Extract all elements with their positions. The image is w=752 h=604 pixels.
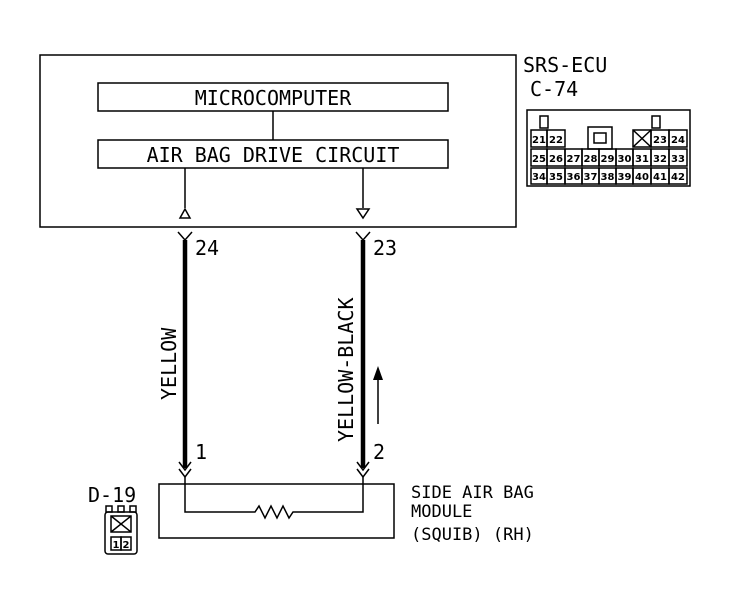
c74-pin-21: 21 <box>532 135 546 146</box>
c74-pin-40: 40 <box>635 172 649 183</box>
ecu-box <box>39 54 517 228</box>
c74-pin-37: 37 <box>584 172 598 183</box>
wire-right-pin-bottom: 2 <box>373 440 385 464</box>
ecu-title: SRS-ECU <box>523 53 607 77</box>
c74-pin-33: 33 <box>671 154 685 165</box>
module-label-line2: MODULE <box>411 502 472 522</box>
c74-pin-25: 25 <box>532 154 546 165</box>
wire-right <box>355 231 371 484</box>
wire-left-pin-bottom: 1 <box>195 440 207 464</box>
module-connector-label: D-19 <box>88 483 136 507</box>
c74-pin-26: 26 <box>549 154 563 165</box>
microcomputer-label: MICROCOMPUTER <box>195 86 352 110</box>
terminal-symbol-left <box>178 207 192 219</box>
c74-pin-28: 28 <box>584 154 598 165</box>
c74-pin-38: 38 <box>601 172 615 183</box>
module-label-line1: SIDE AIR BAG <box>411 483 534 503</box>
squib-resistor <box>184 484 364 520</box>
c74-pin-27: 27 <box>567 154 581 165</box>
c74-pin-32: 32 <box>653 154 667 165</box>
drive-circuit-label: AIR BAG DRIVE CIRCUIT <box>147 143 400 167</box>
wire-right-color-label: YELLOW-BLACK <box>334 298 358 443</box>
wire-left-pin-top: 24 <box>195 236 219 260</box>
current-flow-arrow <box>373 366 383 424</box>
c74-pin-31: 31 <box>635 154 649 165</box>
c74-pin-23: 23 <box>653 135 667 146</box>
wire-left <box>177 231 193 484</box>
c74-pin-36: 36 <box>567 172 581 183</box>
terminal-symbol-right <box>355 208 371 220</box>
d19-pin-1: 1 <box>113 540 120 551</box>
c74-pin-39: 39 <box>618 172 632 183</box>
c74-pin-29: 29 <box>601 154 615 165</box>
c74-pin-42: 42 <box>671 172 685 183</box>
drive-circuit-box <box>97 139 449 169</box>
squib-module-box <box>158 483 395 539</box>
ecu-connector-label: C-74 <box>530 77 578 101</box>
d19-pin-2: 2 <box>123 540 130 551</box>
module-label-line3: (SQUIB) (RH) <box>411 525 534 545</box>
wire-right-pin-top: 23 <box>373 236 397 260</box>
wire-left-color-label: YELLOW <box>157 327 181 400</box>
c74-pin-34: 34 <box>532 172 546 183</box>
c74-pin-30: 30 <box>618 154 632 165</box>
connector-d19: 1 2 <box>104 505 138 555</box>
c74-pin-24: 24 <box>671 135 685 146</box>
c74-pin-22: 22 <box>549 135 563 146</box>
connector-c74: 21 22 23 24 25 26 27 28 29 30 31 32 33 3… <box>526 109 691 187</box>
c74-pin-41: 41 <box>653 172 667 183</box>
c74-pin-35: 35 <box>549 172 563 183</box>
